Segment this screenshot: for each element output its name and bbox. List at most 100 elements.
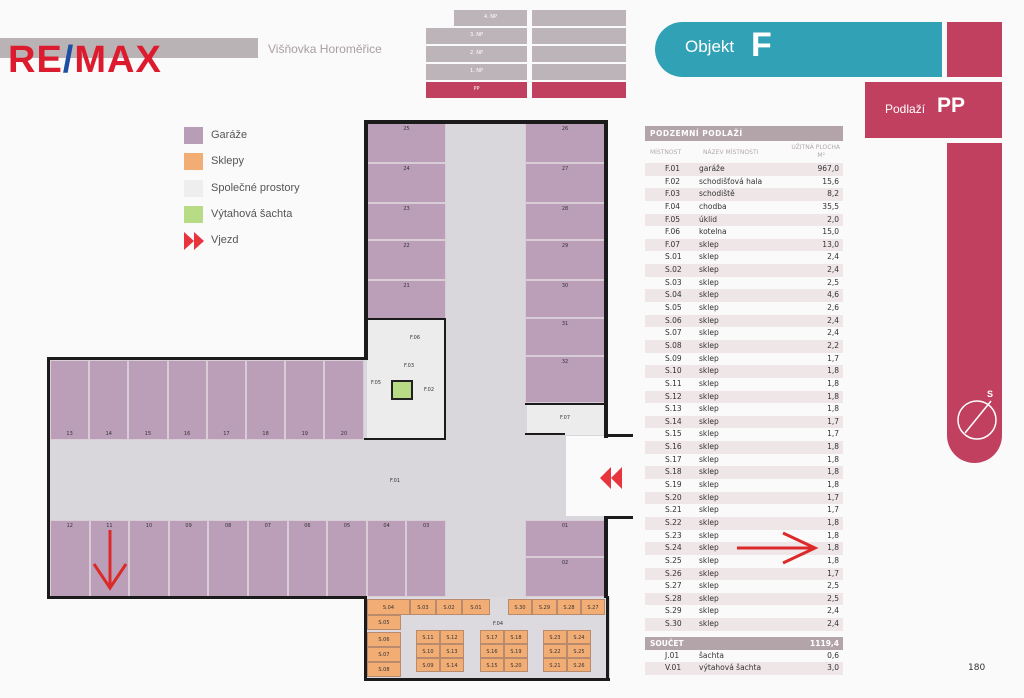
room-area: 1,7 xyxy=(827,505,839,515)
room-area: 8,2 xyxy=(827,189,839,199)
room-label-f04: F.04 xyxy=(493,621,504,627)
space-number: 16 xyxy=(184,431,191,437)
compass-label: S xyxy=(987,389,993,399)
wall xyxy=(364,120,368,360)
room-name: schodiště xyxy=(699,189,735,199)
room-name: sklep xyxy=(699,353,719,363)
parking-space: 24 xyxy=(367,163,446,203)
floor-block-right xyxy=(532,64,626,80)
col-unit: M² xyxy=(817,152,825,159)
parking-space: 02 xyxy=(525,557,605,597)
room-label-f05: F.05 xyxy=(371,380,382,386)
space-number: 08 xyxy=(225,523,232,529)
entrance-arrow-icon xyxy=(600,467,622,489)
room-area: 1,7 xyxy=(827,353,839,363)
room-code: S.15 xyxy=(665,429,682,439)
room-area: 1,8 xyxy=(827,442,839,452)
space-number: 28 xyxy=(561,206,569,212)
room-name: sklep xyxy=(699,315,719,325)
room-area: 1,8 xyxy=(827,366,839,376)
room-name: sklep xyxy=(699,517,719,527)
space-number: 23 xyxy=(403,206,410,212)
room-area: 2,4 xyxy=(827,328,839,338)
cellar-unit: S.30 xyxy=(508,599,532,615)
space-number: 02 xyxy=(561,560,569,566)
parking-space: 17 xyxy=(206,360,246,440)
parking-space: 01 xyxy=(525,520,605,557)
room-name: sklep xyxy=(699,391,719,401)
room-area: 1,7 xyxy=(827,492,839,502)
wall xyxy=(605,434,633,437)
room-name: sklep xyxy=(699,492,719,502)
space-number: 27 xyxy=(561,166,569,172)
room-area: 2,4 xyxy=(827,315,839,325)
room-code: S.14 xyxy=(665,416,682,426)
space-number: 04 xyxy=(383,523,390,529)
room-code: F.01 xyxy=(665,164,681,173)
wall xyxy=(47,596,367,599)
cellar-unit: S.26 xyxy=(567,658,591,672)
sum-label: SOUČET xyxy=(650,638,684,648)
room-code: F.05 xyxy=(665,214,681,224)
room-area: 15,6 xyxy=(822,176,839,186)
room-code: S.04 xyxy=(665,290,682,300)
cellar-unit: S.08 xyxy=(367,662,401,677)
room-code: F.07 xyxy=(665,239,681,249)
parking-space: 09 xyxy=(168,520,209,597)
room-name: sklep xyxy=(699,265,719,275)
parking-space: 14 xyxy=(89,360,129,440)
cellar-unit: S.12 xyxy=(440,630,464,644)
room-name: sklep xyxy=(699,404,719,414)
room-name: úklid xyxy=(699,214,718,224)
legend-label: Společné prostory xyxy=(211,182,300,194)
room-name: sklep xyxy=(699,277,719,287)
cellar-unit: S.21 xyxy=(543,658,567,672)
wall xyxy=(47,357,50,598)
parking-space: 13 xyxy=(50,360,90,440)
room-area: 1,8 xyxy=(827,517,839,527)
room-name: sklep xyxy=(699,303,719,313)
wall xyxy=(364,678,610,681)
space-number: 20 xyxy=(340,431,348,437)
room-area: 2,4 xyxy=(827,619,839,629)
room-name: sklep xyxy=(699,505,719,515)
space-number: 29 xyxy=(561,243,569,249)
room-name: sklep xyxy=(699,429,719,439)
room-area: 15,0 xyxy=(822,227,839,237)
cellar-unit: S.23 xyxy=(543,630,567,644)
cellar-unit: S.24 xyxy=(567,630,591,644)
space-number: 24 xyxy=(403,166,410,172)
space-number: 06 xyxy=(304,523,311,529)
room-code: S.02 xyxy=(665,265,682,275)
floor-1np: 1. NP xyxy=(426,64,527,80)
room-area: 1,8 xyxy=(827,543,839,553)
room-name: sklep xyxy=(699,252,719,262)
room-area: 2,6 xyxy=(827,303,839,313)
space-number: 10 xyxy=(145,523,153,529)
table-header: MÍSTNOST NÁZEV MÍSTNOSTI UŽITNÁ PLOCHA M… xyxy=(645,141,843,163)
cellar-unit: S.16 xyxy=(480,644,504,658)
parking-space: 30 xyxy=(525,280,605,318)
cellar-unit: S.01 xyxy=(462,599,490,615)
room-label-f06: F.06 xyxy=(410,335,421,341)
parking-space: 26 xyxy=(525,123,605,163)
project-name: Višňovka Horoměřice xyxy=(268,42,382,56)
room-area: 1,7 xyxy=(827,568,839,578)
room-code: S.22 xyxy=(665,517,682,527)
cellar-unit: S.03 xyxy=(410,599,436,615)
